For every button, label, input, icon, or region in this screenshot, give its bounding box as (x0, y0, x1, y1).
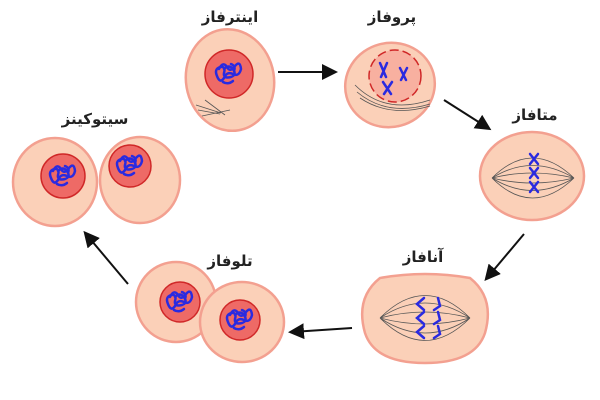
chromosomes (378, 61, 409, 96)
centrosome (195, 99, 231, 117)
prophase-nucleus (368, 49, 422, 103)
prophase-stage: پروفاز (343, 8, 437, 129)
label-cytokinesis: سیتوکینز (61, 110, 129, 128)
label-anaphase: آنافاز (402, 248, 444, 266)
arrow-icon (83, 230, 129, 285)
spindle (354, 84, 431, 111)
telophase-stage: تلوفاز (134, 252, 286, 364)
arrow-icon (288, 323, 353, 340)
label-interphase: اینترفاز (201, 8, 258, 26)
arrow-icon (484, 233, 525, 282)
arrow-icon (443, 99, 492, 131)
chromosomes (415, 296, 442, 340)
cytokinesis-stage: سیتوکینز (11, 110, 182, 228)
anaphase-cell (360, 272, 490, 365)
label-telophase: تلوفاز (206, 252, 252, 270)
metaphase-stage: متافاز (478, 106, 586, 222)
interphase-stage: اینترفاز (184, 8, 276, 133)
anaphase-stage: آنافاز (360, 248, 490, 365)
label-prophase: پروفاز (367, 8, 416, 27)
label-metaphase: متافاز (511, 106, 557, 124)
chromosomes (528, 152, 540, 194)
cycle-arrows (83, 64, 525, 340)
